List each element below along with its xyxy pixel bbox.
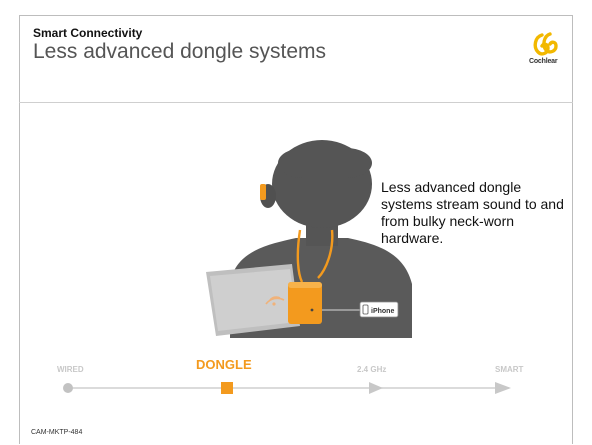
slide-description: Less advanced dongle systems stream soun… — [381, 179, 564, 246]
tablet-device — [206, 264, 300, 336]
cochlear-swirl-icon — [533, 32, 558, 56]
slide-kicker: Smart Connectivity — [33, 26, 143, 40]
iphone-badge-label: iPhone — [371, 308, 394, 315]
logo-wordmark: Cochlear — [529, 58, 558, 65]
timeline-label-dongle: DONGLE — [196, 357, 252, 372]
hearing-device-icon — [260, 184, 266, 200]
timeline-marker-smart — [495, 382, 511, 394]
slide-header: Smart Connectivity Less advanced dongle … — [19, 15, 573, 103]
timeline-marker-wired — [63, 383, 73, 393]
neckloop-cord — [296, 229, 334, 283]
timeline-track — [63, 382, 511, 394]
cochlear-logo: Cochlear — [529, 31, 563, 69]
timeline-label-24ghz: 2.4 GHz — [357, 365, 387, 374]
iphone-badge — [359, 301, 399, 318]
dongle-box — [288, 282, 322, 324]
dongle-illustration: iPhone — [206, 140, 412, 338]
slide-frame — [19, 15, 573, 444]
timeline-marker-dongle — [221, 382, 233, 394]
document-code: CAM-MKTP-484 — [31, 429, 83, 436]
timeline-label-wired: WIRED — [57, 365, 84, 374]
timeline-label-smart: SMART — [495, 365, 524, 374]
slide-title: Less advanced dongle systems — [33, 40, 327, 63]
timeline-marker-24ghz — [369, 382, 383, 394]
technology-timeline: WIRED DONGLE 2.4 GHz SMART — [19, 350, 573, 400]
